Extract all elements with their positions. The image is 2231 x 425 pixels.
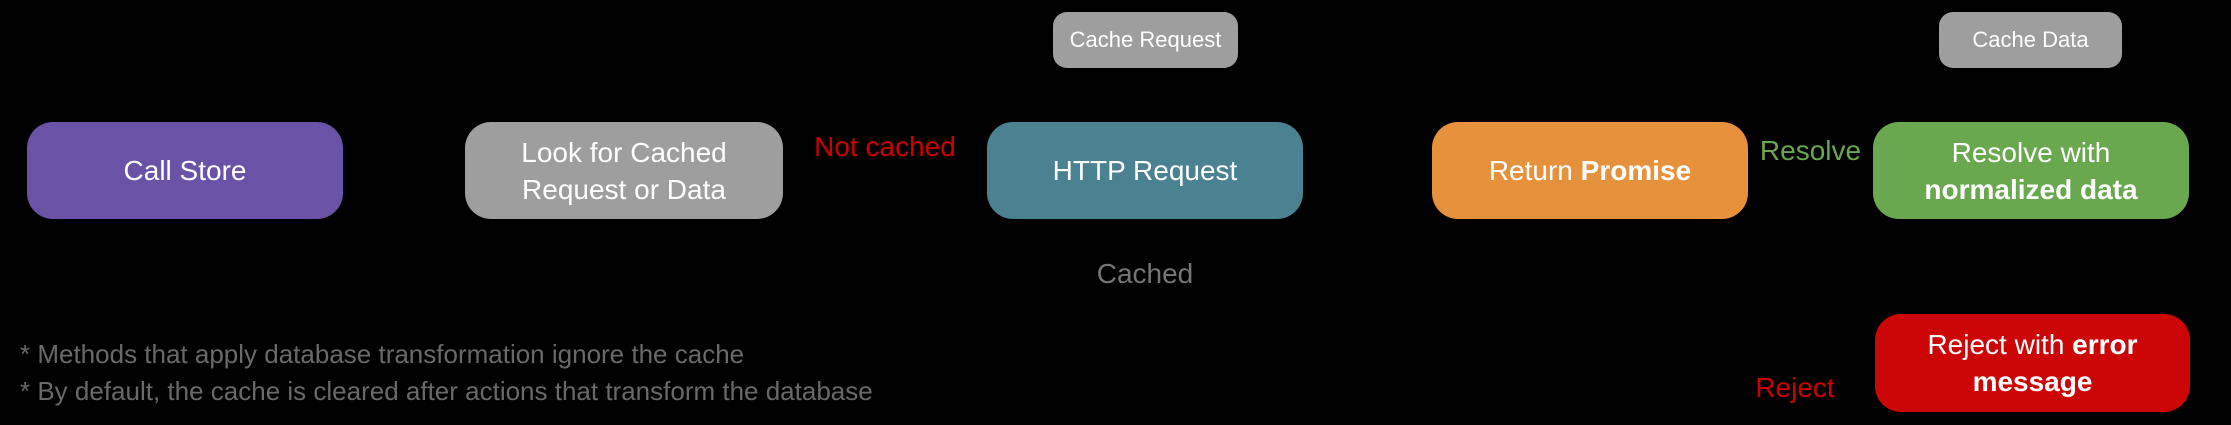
node-cache-lookup-line1: Look for Cached	[521, 136, 727, 168]
node-return-promise-normal-text: Return	[1488, 155, 1581, 186]
node-cache-lookup: Look for Cached Request or Data	[465, 122, 783, 219]
node-cache-lookup-line2: Request or Data	[522, 173, 726, 205]
footnote-line-2: * By default, the cache is cleared after…	[20, 376, 873, 406]
node-reject-bold-text: error	[2072, 329, 2138, 360]
node-http-request-label: HTTP Request	[1052, 155, 1238, 186]
node-call-store-label: Call Store	[123, 155, 247, 186]
node-reject-line1: Reject with error	[1927, 326, 2137, 363]
edge-label-cached: Cached	[1096, 258, 1194, 289]
footnote-line-1: * Methods that apply database transforma…	[20, 339, 745, 369]
node-resolve-line2: normalized data	[1924, 173, 2138, 205]
footnotes: * Methods that apply database transforma…	[20, 336, 873, 410]
node-http-request: HTTP Request	[987, 122, 1303, 219]
node-call-store: Call Store	[27, 122, 343, 219]
tag-cache-data-label: Cache Data	[1972, 27, 2089, 52]
node-resolve-with-data: Resolve with normalized data	[1873, 122, 2189, 219]
node-reject-normal-text: Reject with	[1927, 329, 2073, 360]
edge-label-reject: Reject	[1755, 372, 1835, 403]
tag-cache-request-label: Cache Request	[1069, 27, 1222, 52]
node-return-promise-bold-text: Promise	[1580, 155, 1692, 186]
node-reject-line2: message	[1972, 366, 2093, 397]
node-return-promise: Return Promise	[1432, 122, 1748, 219]
node-reject-with-error: Reject with error message	[1875, 314, 2190, 412]
node-resolve-line1: Resolve with	[1951, 136, 2111, 168]
tag-cache-request: Cache Request	[1053, 12, 1238, 68]
tag-cache-data: Cache Data	[1939, 12, 2122, 68]
node-return-promise-label: Return Promise	[1489, 152, 1691, 189]
edge-label-resolve: Resolve	[1759, 135, 1862, 166]
edge-label-not-cached: Not cached	[814, 131, 956, 162]
